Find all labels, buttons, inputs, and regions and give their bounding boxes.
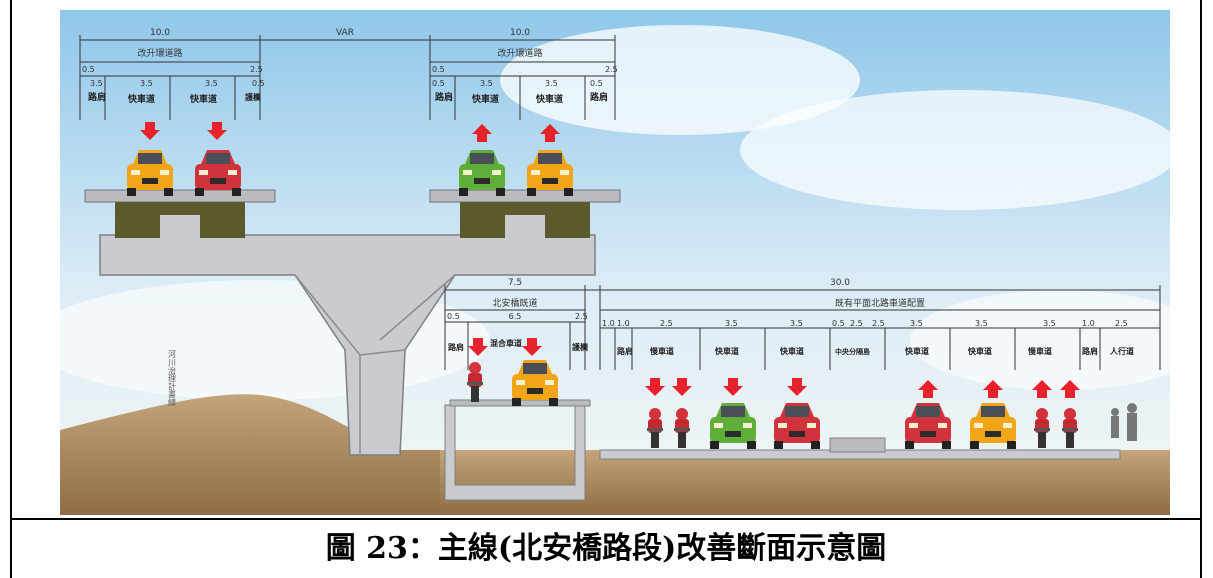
- svg-text:2.5: 2.5: [1115, 319, 1128, 328]
- lane-label: 快車道: [472, 93, 499, 105]
- lane-label: 人行道: [1110, 346, 1134, 356]
- table-border-right: [1200, 0, 1202, 578]
- right-ramp-title: 改升環道路: [497, 47, 542, 59]
- lane-label: 快車道: [968, 346, 992, 356]
- lane-label: 快車道: [536, 93, 563, 105]
- svg-text:3.5: 3.5: [90, 79, 103, 88]
- dim-label: 2.5: [575, 312, 588, 321]
- span-mid-label: VAR: [336, 28, 354, 38]
- embankment-soil: [60, 394, 440, 515]
- svg-text:2.5: 2.5: [850, 319, 863, 328]
- lane-label: 快車道: [190, 93, 217, 105]
- svg-text:0.5: 0.5: [432, 79, 445, 88]
- cross-section-figure: 10.0 VAR 10.0 改升環道路 改升環道路 0.5 3.5 3.5 3.…: [60, 10, 1170, 515]
- svg-text:3.5: 3.5: [975, 319, 988, 328]
- svg-text:3.5: 3.5: [205, 79, 218, 88]
- svg-text:2.5: 2.5: [250, 65, 263, 74]
- ground-right-title: 既有平面北路車道配置: [835, 297, 925, 309]
- lane-label: 護欄: [245, 92, 261, 102]
- right-elevated-dims: 0.5 0.5 3.5 3.5 2.5 0.5: [432, 65, 618, 88]
- lane-label: 路肩: [617, 346, 633, 356]
- lane-label: 路肩: [590, 91, 608, 103]
- svg-text:3.5: 3.5: [1043, 319, 1056, 328]
- svg-text:3.5: 3.5: [725, 319, 738, 328]
- ground-left-title: 北安橋既道: [492, 297, 537, 309]
- lane-label: 護欄: [572, 342, 588, 352]
- pedestrians: [1111, 403, 1137, 441]
- lane-label: 路肩: [1082, 346, 1098, 356]
- dim-label: 0.5: [447, 312, 460, 321]
- svg-text:0.5: 0.5: [432, 65, 445, 74]
- svg-text:0.5: 0.5: [82, 65, 95, 74]
- svg-text:3.5: 3.5: [910, 319, 923, 328]
- lane-label: 路肩: [88, 91, 106, 103]
- svg-text:2.5: 2.5: [872, 319, 885, 328]
- span-right-label: 10.0: [510, 28, 530, 38]
- svg-text:3.5: 3.5: [480, 79, 493, 88]
- lane-label: 快車道: [780, 346, 804, 356]
- lane-label: 混合車道: [490, 338, 522, 348]
- ground-span-total: 30.0: [830, 278, 850, 288]
- svg-text:1.0: 1.0: [617, 319, 630, 328]
- span-left-label: 10.0: [150, 28, 170, 38]
- svg-text:1.0: 1.0: [602, 319, 615, 328]
- median: [829, 437, 886, 453]
- lane-label: 快車道: [715, 346, 739, 356]
- svg-text:0.5: 0.5: [832, 319, 845, 328]
- svg-text:0.5: 0.5: [252, 79, 265, 88]
- lane-label: 路肩: [435, 91, 453, 103]
- svg-text:2.5: 2.5: [660, 319, 673, 328]
- caption-divider: [10, 518, 1202, 520]
- svg-text:2.5: 2.5: [605, 65, 618, 74]
- left-elevated-dims: 0.5 3.5 3.5 3.5 2.5 0.5: [82, 65, 265, 88]
- river-plan-label: 河川治理計畫線: [168, 349, 177, 406]
- ground-left-sub: 6.5: [509, 312, 522, 321]
- lane-label: 路肩: [448, 342, 464, 352]
- lane-label: 慢車道: [1028, 346, 1052, 356]
- lane-label: 中央分隔島: [835, 347, 870, 356]
- ground-right-dims: 1.0 1.0 2.5 3.5 3.5 0.5 2.5 2.5 3.5 3.5 …: [602, 319, 1128, 328]
- lane-label: 慢車道: [650, 346, 674, 356]
- figure-caption: 圖 23：主線(北安橋路段)改善斷面示意圖: [325, 531, 887, 566]
- svg-text:3.5: 3.5: [790, 319, 803, 328]
- table-border-left: [10, 0, 12, 578]
- svg-text:0.5: 0.5: [590, 79, 603, 88]
- t-pier: [99, 234, 596, 456]
- ground-span-left: 7.5: [508, 278, 522, 288]
- svg-text:3.5: 3.5: [545, 79, 558, 88]
- lane-label: 快車道: [905, 346, 929, 356]
- svg-text:1.0: 1.0: [1082, 319, 1095, 328]
- ground-soil: [440, 450, 1170, 515]
- svg-text:3.5: 3.5: [140, 79, 153, 88]
- left-ramp-title: 改升環道路: [137, 47, 182, 59]
- lane-label: 快車道: [128, 93, 155, 105]
